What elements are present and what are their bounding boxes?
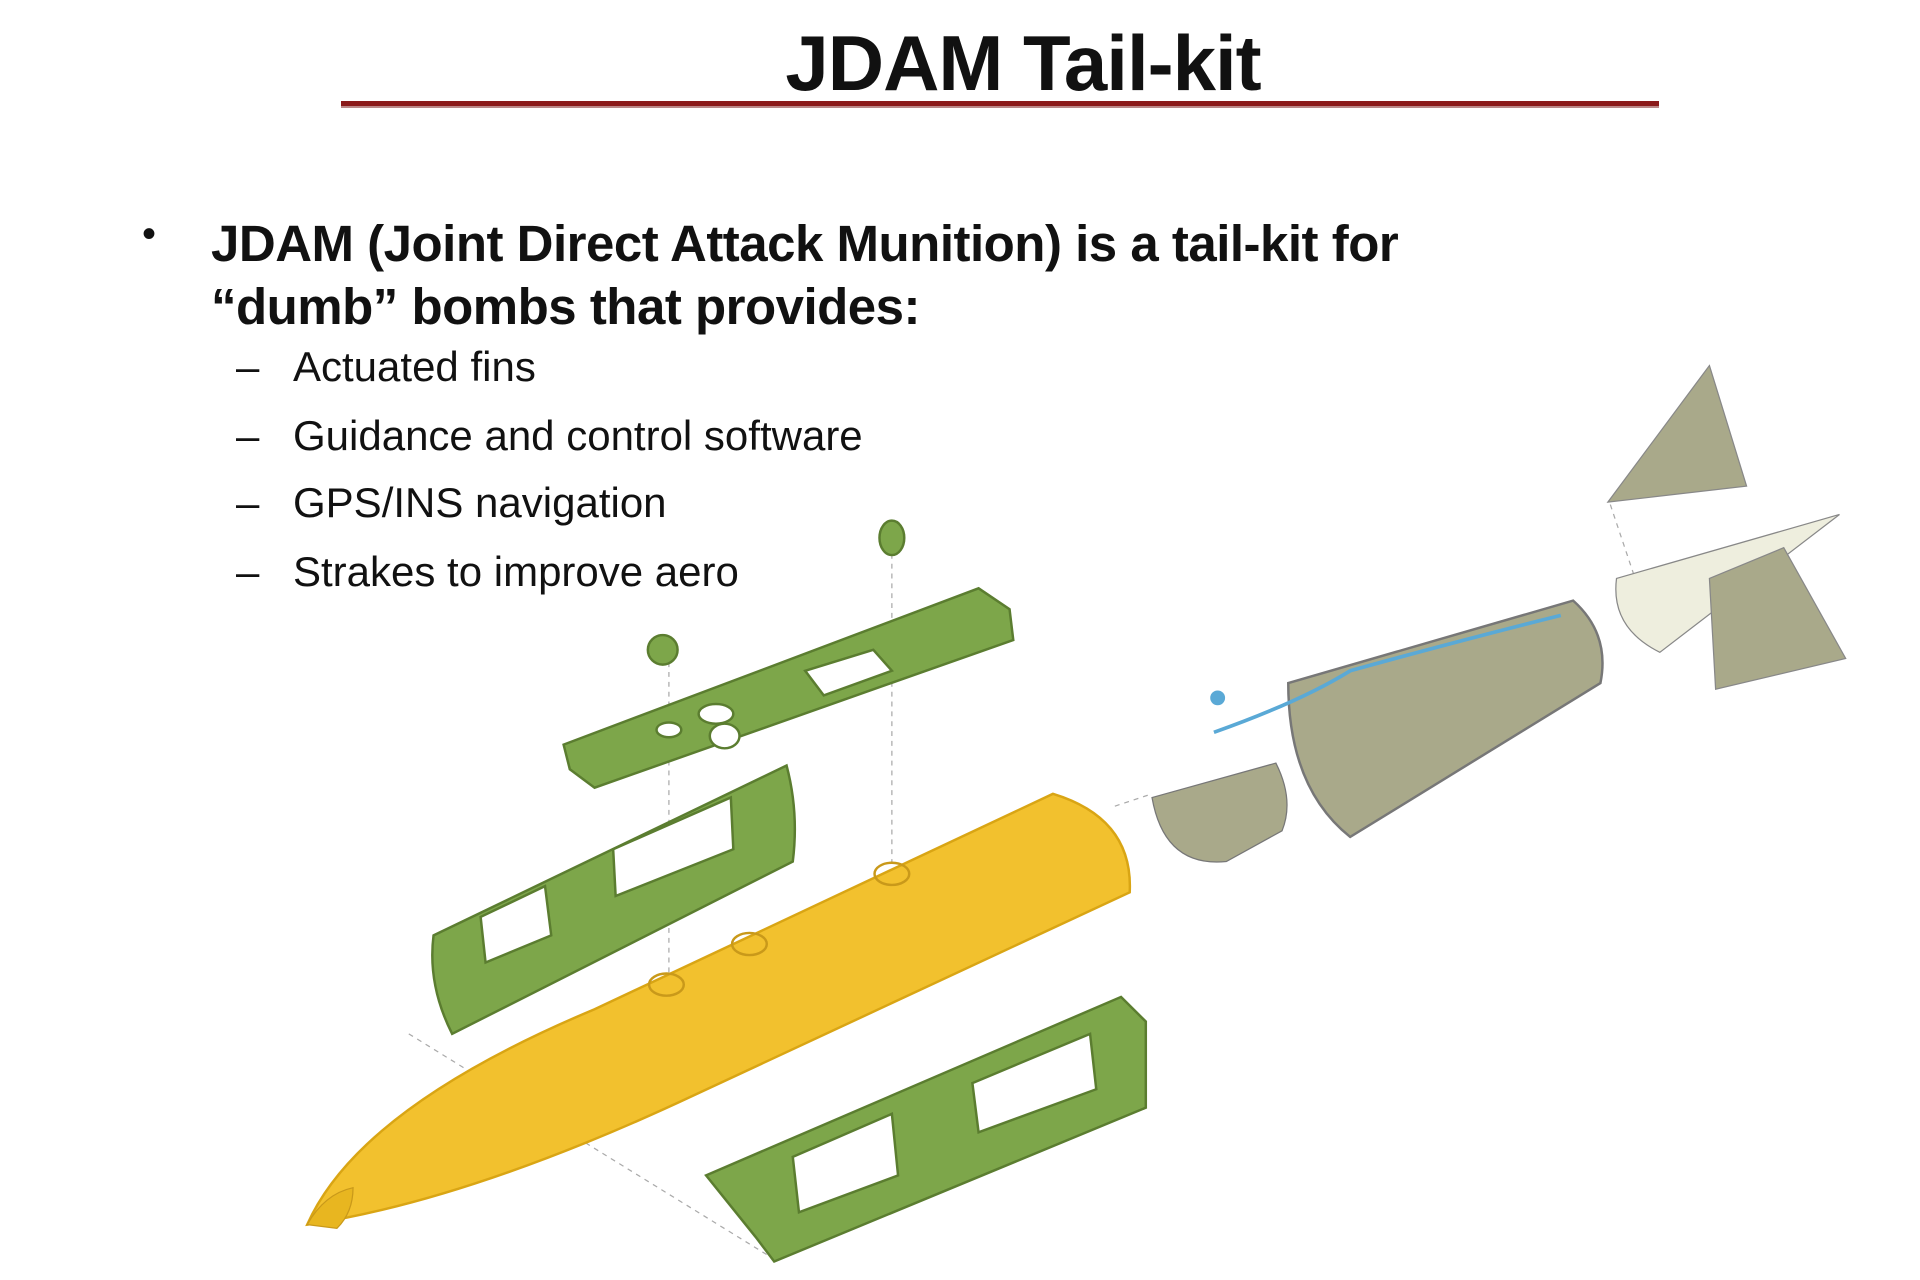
main-bullet: JDAM (Joint Direct Attack Munition) is a…: [211, 215, 1399, 335]
tail-section: [1151, 364, 1847, 863]
upper-fin: [1606, 364, 1748, 503]
lower-fin: [1708, 546, 1847, 690]
side-strake-panel: [431, 763, 797, 1036]
bomb-body: [305, 792, 1132, 1227]
sub-item: –Strakes to improve aero: [236, 548, 739, 595]
sub-item: –Guidance and control software: [236, 412, 863, 459]
title-underline: [341, 101, 1659, 108]
sub-item: –GPS/INS navigation: [236, 479, 667, 526]
bottom-strake-panel: [704, 995, 1148, 1264]
slide-title: JDAM Tail-kit: [785, 19, 1261, 107]
sub-item: –Actuated fins: [236, 343, 536, 390]
bullet-icon: •: [142, 212, 157, 256]
top-strake-panel: [562, 519, 1015, 790]
